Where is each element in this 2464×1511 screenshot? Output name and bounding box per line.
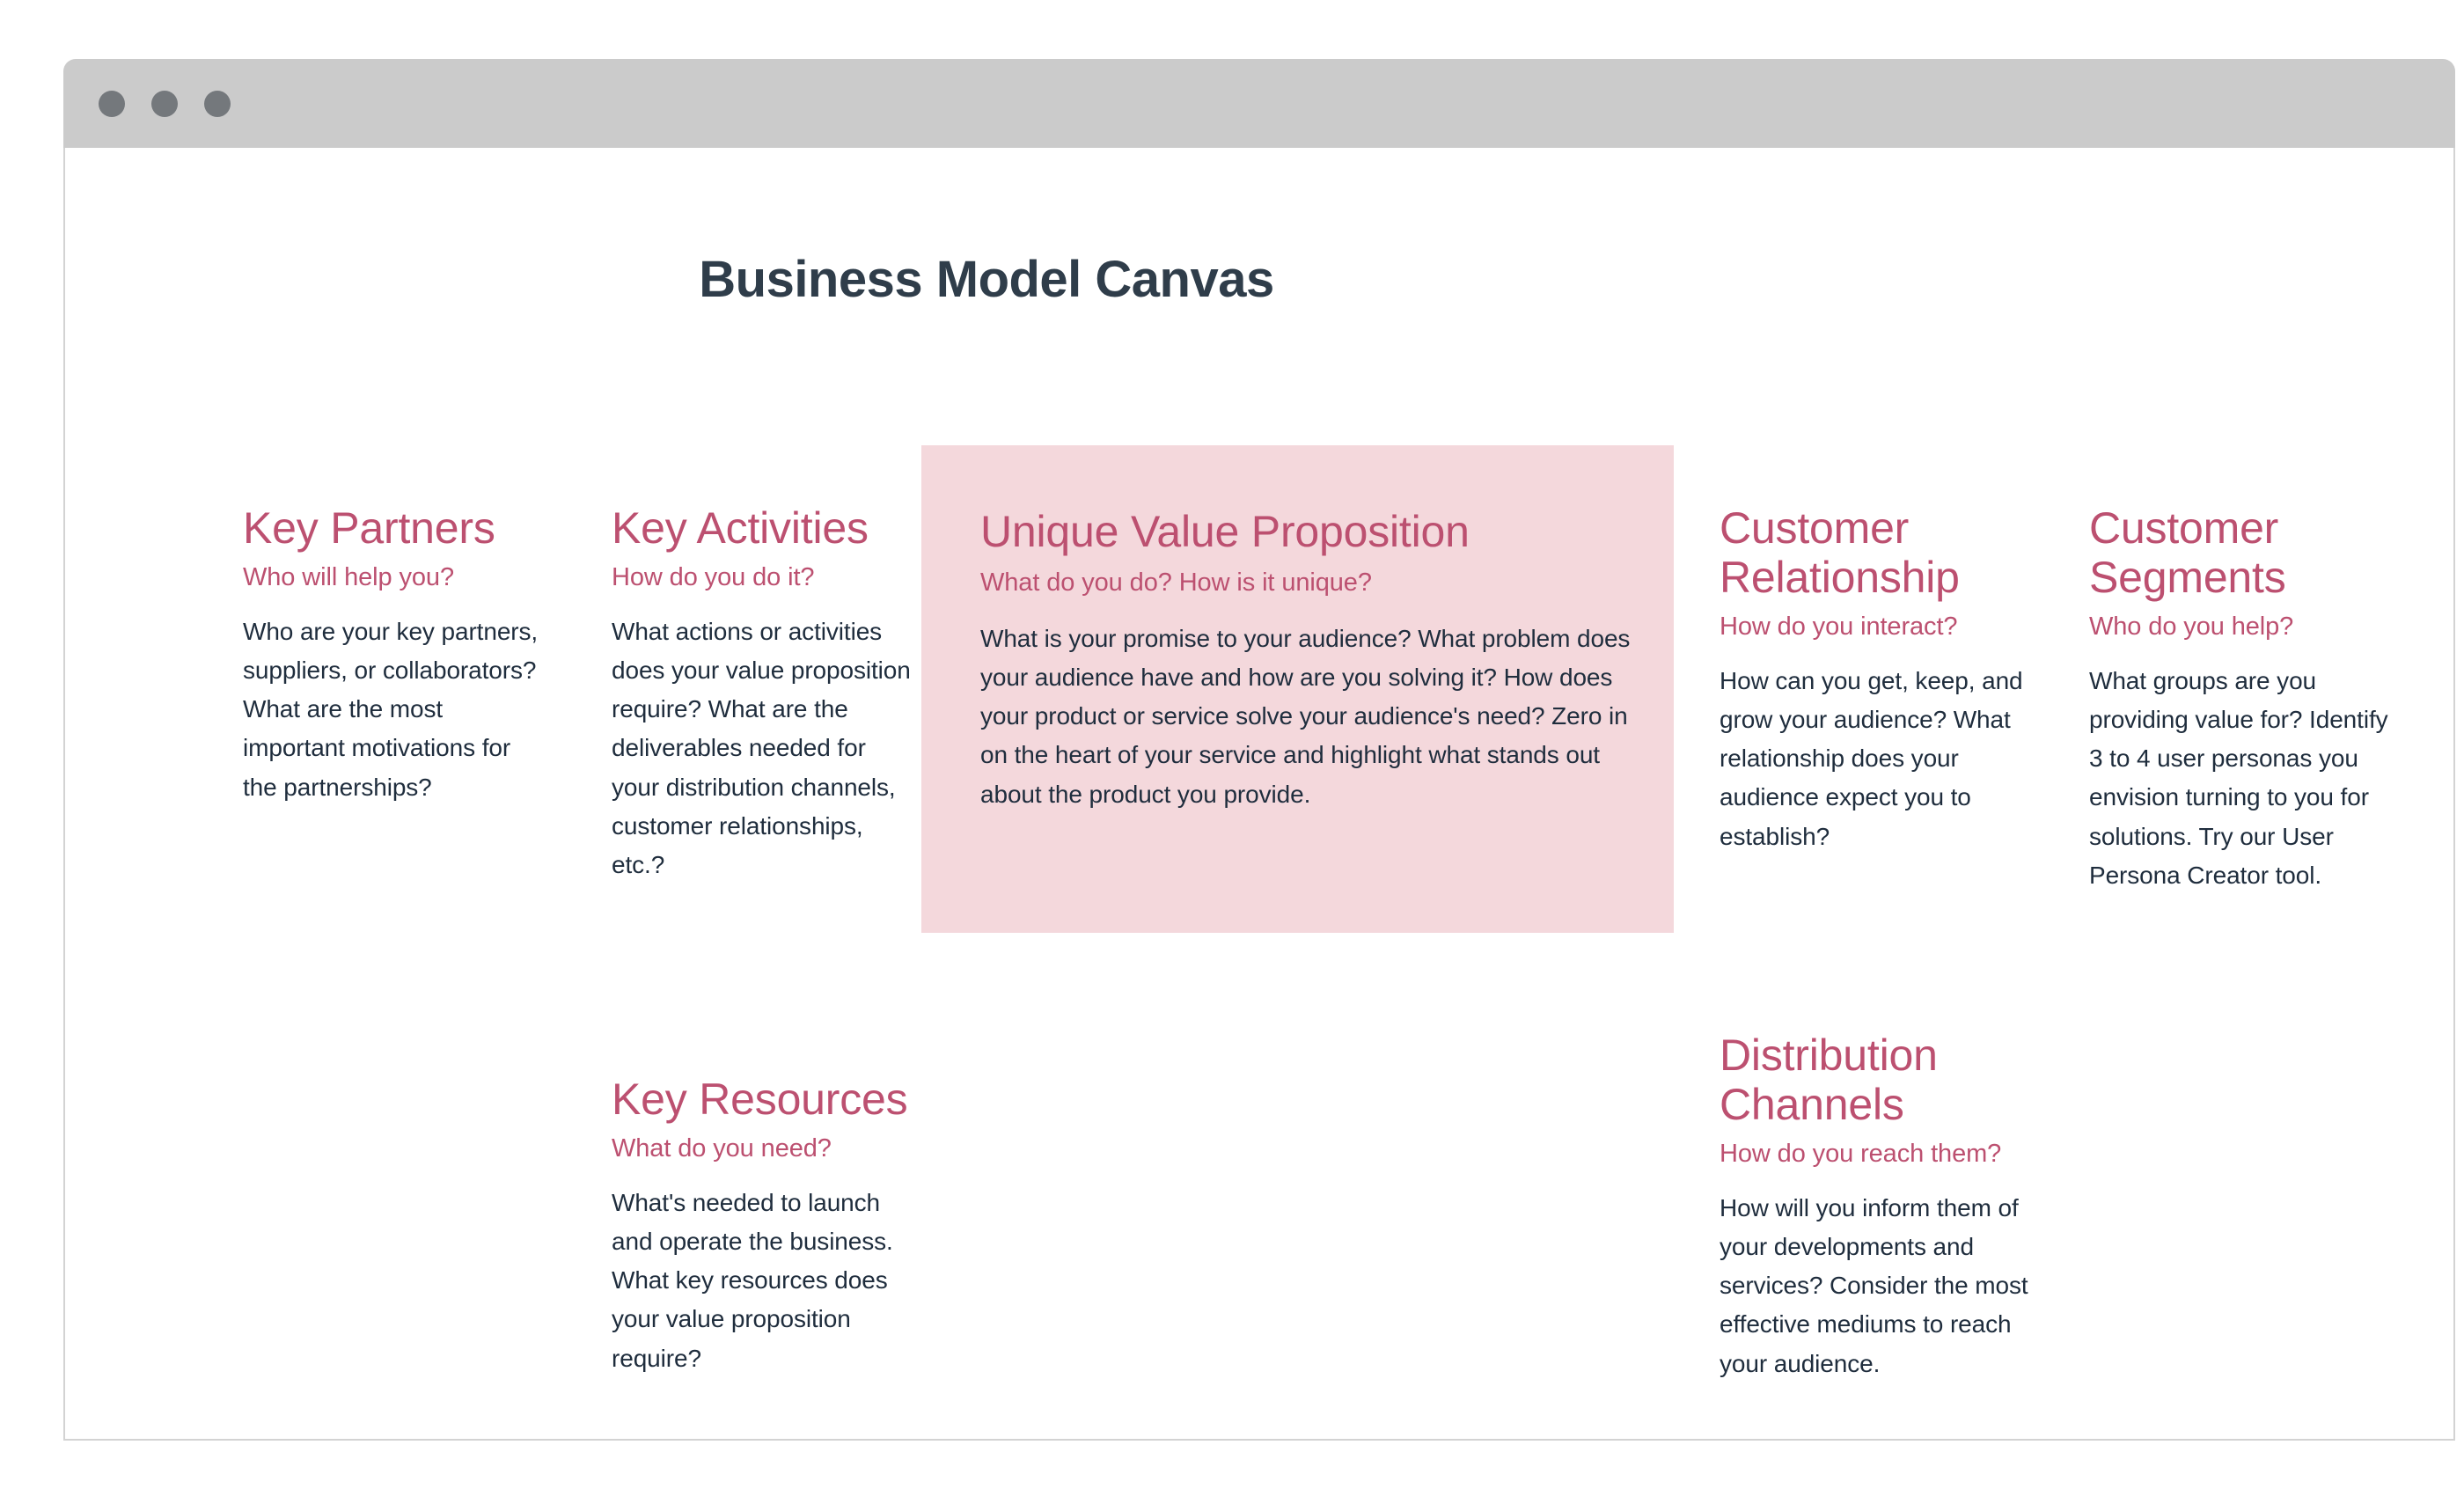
block-question-customer-relationship: How do you interact? [1720,612,1958,641]
block-title-unique-value-proposition: Unique Value Proposition [980,507,1470,556]
block-key-resources[interactable]: Key Resources What do you need? What's n… [612,1075,918,1378]
block-key-partners[interactable]: Key Partners Who will help you? Who are … [243,503,542,807]
page-title-text: Business Model Canvas [699,251,1274,308]
window-controls [99,91,231,117]
block-question-key-activities: How do you do it? [612,563,815,591]
block-body-distribution-channels: How will you inform them of your develop… [1720,1193,2028,1377]
page-title: Business Model Canvas [65,250,2453,309]
block-title-customer-relationship: Customer Relationship [1720,503,1960,602]
block-question-customer-segments: Who do you help? [2089,612,2294,641]
browser-window: Business Model Canvas Key Partners Who w… [63,59,2455,1441]
block-distribution-channels[interactable]: Distribution Channels How do you reach t… [1720,1031,2032,1383]
block-title-key-activities: Key Activities [612,503,869,553]
block-title-customer-segments: Customer Segments [2089,503,2286,602]
block-title-key-partners: Key Partners [243,503,495,553]
maximize-dot-icon[interactable] [204,91,231,117]
block-unique-value-proposition[interactable]: Unique Value Proposition What do you do?… [980,507,1649,814]
block-body-customer-segments: What groups are you providing value for?… [2089,666,2388,889]
block-question-distribution-channels: How do you reach them? [1720,1140,2002,1168]
browser-title-bar [63,59,2455,148]
block-body-key-resources: What's needed to launch and operate the … [612,1188,893,1372]
block-title-key-resources: Key Resources [612,1075,908,1124]
close-dot-icon[interactable] [99,91,125,117]
block-question-key-resources: What do you need? [612,1134,832,1163]
canvas-content-area: Business Model Canvas Key Partners Who w… [63,148,2455,1441]
block-customer-segments[interactable]: Customer Segments Who do you help? What … [2089,503,2406,895]
block-body-key-activities: What actions or activities does your val… [612,617,911,879]
block-question-unique-value-proposition: What do you do? How is it unique? [980,568,1372,597]
block-body-unique-value-proposition: What is your promise to your audience? W… [980,624,1631,808]
block-body-key-partners: Who are your key partners, suppliers, or… [243,617,539,801]
block-customer-relationship[interactable]: Customer Relationship How do you interac… [1720,503,2032,856]
unique-value-proposition-panel [921,445,1674,933]
minimize-dot-icon[interactable] [151,91,178,117]
block-question-key-partners: Who will help you? [243,563,454,591]
block-body-customer-relationship: How can you get, keep, and grow your aud… [1720,666,2023,850]
block-key-activities[interactable]: Key Activities How do you do it? What ac… [612,503,918,884]
block-title-distribution-channels: Distribution Channels [1720,1031,1938,1129]
